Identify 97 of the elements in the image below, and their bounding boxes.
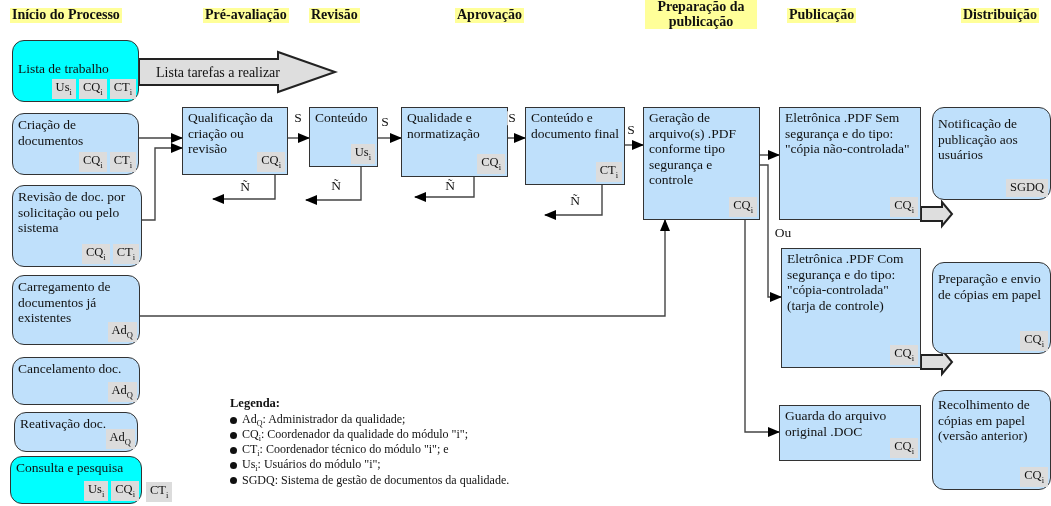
phase-heading: Publicação [787, 8, 857, 23]
rounded-box [10, 456, 142, 504]
legend-text: SGDQ: Sistema de gestão de documentos da qualidade. [242, 473, 510, 488]
role-tag: CQ$_{i}$ [890, 438, 918, 458]
role-tag: CQ$_{i}$ [81, 244, 110, 264]
step-text: Recolhimento de cópias em papel (versão anterior) [938, 397, 1031, 444]
role-tag: CT$_{i}$ [109, 79, 136, 99]
role-tag: CQ$_{i}$ [111, 481, 139, 501]
connector-arrow [138, 133, 183, 143]
role-tag: Us$_{i}$ [51, 79, 76, 99]
legend-text: CQ$_{i}$: Coordenador da qualidade do módulo "i"; [242, 427, 468, 444]
process-box [309, 107, 378, 167]
role-tag: CQ$_{i}$ [78, 152, 107, 172]
role-tag: CQ$_{i}$ [890, 345, 918, 365]
process-box [779, 405, 921, 461]
step-text: Preparação e envio de cópias em papel [938, 271, 1043, 303]
edge-label: Ñ [239, 180, 251, 194]
rounded-box [12, 357, 140, 405]
role-tag: CT$_{i}$ [112, 244, 139, 264]
phase-heading: Aprovação [455, 8, 525, 23]
phase-heading: Pré-avaliação [203, 8, 289, 23]
rounded-box [932, 390, 1051, 490]
edge-label: Ñ [444, 179, 456, 193]
legend-text: Ad$_{Q}$: Administrador da qualidade; [242, 412, 406, 429]
step-text: Reativação doc. [20, 416, 107, 432]
step-text: Geração de arquivo(s) .PDF conforme tipo segurança e controle [649, 110, 737, 188]
role-tag: CQ$_{i}$ [1020, 467, 1048, 487]
step-text: Revisão de doc. por solicitação ou pelo sistema [18, 189, 127, 236]
connector-arrow [759, 164, 782, 302]
process-box [779, 107, 921, 220]
step-text: Eletrônica .PDF Sem segurança e do tipo: "cópia não-controlada" [785, 110, 911, 157]
rounded-box [12, 275, 140, 345]
rounded-box [12, 113, 139, 175]
edge-label: S [626, 123, 636, 137]
role-tag: CQ$_{i}$ [1020, 331, 1048, 351]
role-tag: CQ$_{i}$ [257, 152, 285, 172]
phase-heading: Início do Processo [10, 8, 122, 23]
edge-label: Ñ [569, 194, 581, 208]
step-text: Lista de trabalho [18, 61, 109, 77]
role-tag: Us$_{i}$ [350, 144, 375, 164]
role-tag: Ad$_{Q}$ [107, 382, 137, 402]
connector-arrow [212, 174, 276, 204]
role-tag: CT$_{i}$ [109, 152, 136, 172]
connector-arrow [414, 176, 475, 202]
rounded-box [12, 185, 142, 267]
connector-arrow [544, 184, 603, 220]
connector-arrow [377, 133, 402, 143]
legend-text: CT$_{i}$: Coordenador técnico do módulo "i"; e [242, 442, 449, 459]
rounded-box [12, 40, 139, 102]
legend-text: Us$_{i}$: Usuários do módulo "i"; [242, 457, 381, 474]
connector-arrow [287, 133, 310, 143]
role-tag: Ad$_{Q}$ [107, 322, 137, 342]
block-arrow [138, 50, 339, 94]
edge-label: S [380, 115, 390, 129]
connector-arrow [507, 133, 526, 143]
step-text: Qualidade e normatização [407, 110, 481, 142]
edge-label: S [507, 111, 517, 125]
step-text: Conteúdo e documento final [531, 110, 620, 142]
connector-arrow [141, 143, 183, 221]
role-tag: Ad$_{Q}$ [105, 429, 135, 449]
step-text: Conteúdo [315, 110, 368, 126]
phase-heading: Preparação da publicação [645, 0, 757, 30]
step-text: Guarda do arquivo original .DOC [785, 408, 888, 440]
role-tag: CQ$_{i}$ [729, 197, 757, 217]
step-text: Consulta e pesquisa [16, 460, 124, 476]
process-box [643, 107, 760, 220]
edge-label: Lista tarefas a realizar [155, 66, 281, 80]
connector-arrow [139, 219, 670, 317]
edge-label: S [293, 111, 303, 125]
process-box [525, 107, 625, 185]
role-tag: CQ$_{i}$ [477, 154, 505, 174]
connector-arrow [305, 166, 362, 205]
step-text: Cancelamento doc. [18, 361, 122, 377]
role-tag: CT$_{i}$ [595, 162, 622, 182]
edge-label: Ñ [330, 179, 342, 193]
phase-heading: Revisão [309, 8, 360, 23]
legend-title: Legenda: [230, 396, 281, 411]
phase-heading: Distribuição [961, 8, 1039, 23]
rounded-box [932, 262, 1051, 354]
process-box [182, 107, 288, 175]
role-tag: CQ$_{i}$ [78, 79, 107, 99]
role-tag: Us$_{i}$ [83, 481, 109, 501]
rounded-box [14, 412, 138, 452]
role-tag: CQ$_{i}$ [890, 197, 918, 217]
step-text: Eletrônica .PDF Com segurança e do tipo: "cópia-controlada" (tarja de controle) [787, 251, 905, 314]
role-tag: CT$_{i}$ [146, 482, 173, 502]
edge-label: Ou [773, 226, 793, 240]
connector-arrow [624, 140, 644, 150]
role-tag: SGDQ [1005, 179, 1048, 197]
step-text: Criação de documentos [18, 117, 85, 149]
block-arrow [920, 199, 954, 229]
step-text: Notificação de publicação aos usuários [938, 116, 1019, 163]
rounded-box [932, 107, 1051, 200]
connector-arrow [744, 219, 780, 437]
connector-arrow [759, 150, 780, 160]
process-box [781, 248, 921, 368]
process-box [401, 107, 508, 177]
